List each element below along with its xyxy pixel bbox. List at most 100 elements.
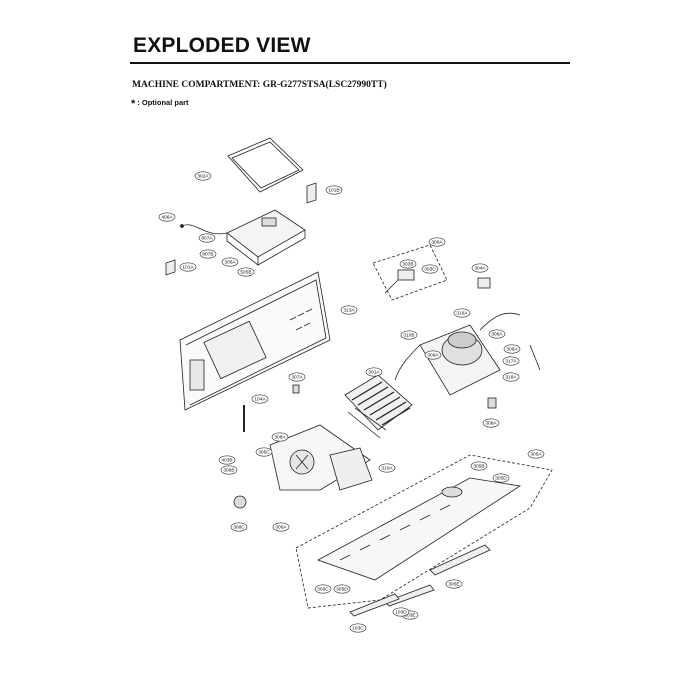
part-label-text: 403B — [221, 458, 232, 464]
title-rule — [130, 62, 570, 64]
part-label-305d: 305D — [333, 584, 351, 594]
part-label-304a: 304A — [471, 263, 489, 273]
optional-marker: * — [131, 98, 136, 110]
part-label-text: 310B — [403, 333, 414, 339]
part-label-text: 103C — [352, 626, 364, 632]
part-label-callout — [158, 212, 176, 222]
part-label-103d: 103D — [392, 607, 410, 617]
section-subtitle: MACHINE COMPARTMENT: GR-G277STSA(LSC2799… — [132, 80, 387, 90]
bracket-101a-drawing — [165, 259, 176, 276]
part-label-text: 807B — [202, 252, 213, 258]
part-label-callout — [470, 461, 488, 471]
part-label-308a: 308A — [488, 329, 506, 339]
part-label-505b: 505B — [237, 267, 255, 277]
part-label-310a: 310A — [378, 463, 396, 473]
part-label-callout — [471, 263, 489, 273]
part-label-callout — [482, 418, 500, 428]
part-label-callout — [218, 455, 236, 465]
part-label-301a: 301A — [365, 367, 383, 377]
part-label-callout — [333, 584, 351, 594]
part-label-text: 103D — [395, 610, 407, 616]
compressor-drawing — [394, 312, 541, 409]
part-label-305e: 305E — [445, 579, 463, 589]
part-label-callout — [272, 522, 290, 532]
part-label-310b: 310B — [400, 330, 418, 340]
part-label-callout — [271, 432, 289, 442]
optional-part-note: *: Optional part — [131, 98, 189, 110]
part-label-306a: 306A — [272, 522, 290, 532]
part-label-text: 103E — [404, 613, 415, 619]
part-label-305c: 305C — [314, 584, 332, 594]
part-label-text: 302A — [197, 174, 209, 180]
part-label-callout — [340, 305, 358, 315]
part-label-text: 304A — [474, 266, 486, 272]
part-label-text: 807A — [201, 236, 213, 242]
part-label-callout — [502, 356, 520, 366]
part-label-callout — [492, 473, 510, 483]
part-label-303c: 303C — [421, 264, 439, 274]
part-label-callout — [392, 607, 410, 617]
part-label-308a: 308A — [271, 432, 289, 442]
part-label-305a: 305A — [527, 449, 545, 459]
part-label-callout — [503, 344, 521, 354]
part-label-callout — [199, 249, 217, 259]
part-label-305d: 305D — [492, 473, 510, 483]
part-label-callout — [194, 171, 212, 181]
part-label-callout — [527, 449, 545, 459]
part-label-302a: 302A — [194, 171, 212, 181]
part-label-text: 318A — [505, 375, 517, 381]
part-label-318a: 318A — [502, 372, 520, 382]
part-label-300a: 300A — [428, 237, 446, 247]
part-label-text: 316A — [456, 311, 468, 317]
part-label-309a: 309A — [424, 350, 442, 360]
part-label-text: 305A — [530, 452, 542, 458]
part-label-text: 309A — [427, 353, 439, 359]
part-label-callout — [288, 372, 306, 382]
cover-plate-drawing — [227, 137, 304, 193]
part-label-text: 309B — [223, 468, 234, 474]
part-label-308a: 308A — [482, 418, 500, 428]
part-label-text: 305D — [336, 587, 348, 593]
base-plate-drawing — [295, 454, 553, 617]
part-label-callout — [230, 522, 248, 532]
part-label-text: 306A — [506, 347, 518, 353]
control-module-drawing — [180, 209, 306, 266]
part-label-text: 305E — [448, 582, 459, 588]
part-label-text: 306A — [275, 525, 287, 531]
part-label-406a: 406A — [158, 212, 176, 222]
part-label-306a: 306A — [221, 257, 239, 267]
part-label-callout — [237, 267, 255, 277]
part-label-text: 406A — [161, 215, 173, 221]
part-label-306a: 306A — [503, 344, 521, 354]
part-label-callout — [421, 264, 439, 274]
part-label-text: 305C — [258, 450, 270, 456]
part-label-text: 303B — [402, 262, 413, 268]
bracket-101b-drawing — [306, 182, 317, 204]
part-label-callout — [400, 330, 418, 340]
part-label-807b: 807B — [199, 249, 217, 259]
part-label-807a: 807A — [198, 233, 216, 243]
part-label-callout — [251, 394, 269, 404]
part-label-text: 317A — [505, 359, 517, 365]
drain-pipe-drawing — [243, 384, 300, 432]
part-label-text: 303C — [424, 267, 436, 273]
part-label-305c: 305C — [255, 447, 273, 457]
part-label-text: 308A — [491, 332, 503, 338]
part-label-callout — [220, 465, 238, 475]
part-label-403b: 403B — [218, 455, 236, 465]
fan-motor-drawing — [233, 424, 373, 509]
part-label-text: 306A — [224, 260, 236, 266]
part-label-callout — [378, 463, 396, 473]
part-label-callout — [349, 623, 367, 633]
part-label-callout — [428, 237, 446, 247]
part-label-callout — [424, 350, 442, 360]
part-label-callout — [399, 259, 417, 269]
part-label-317a: 317A — [502, 356, 520, 366]
part-label-309b: 309B — [220, 465, 238, 475]
back-panel-drawing — [179, 271, 331, 411]
optional-note-text: : Optional part — [137, 98, 189, 107]
part-label-text: 308A — [274, 435, 286, 441]
part-label-callout — [179, 262, 197, 272]
